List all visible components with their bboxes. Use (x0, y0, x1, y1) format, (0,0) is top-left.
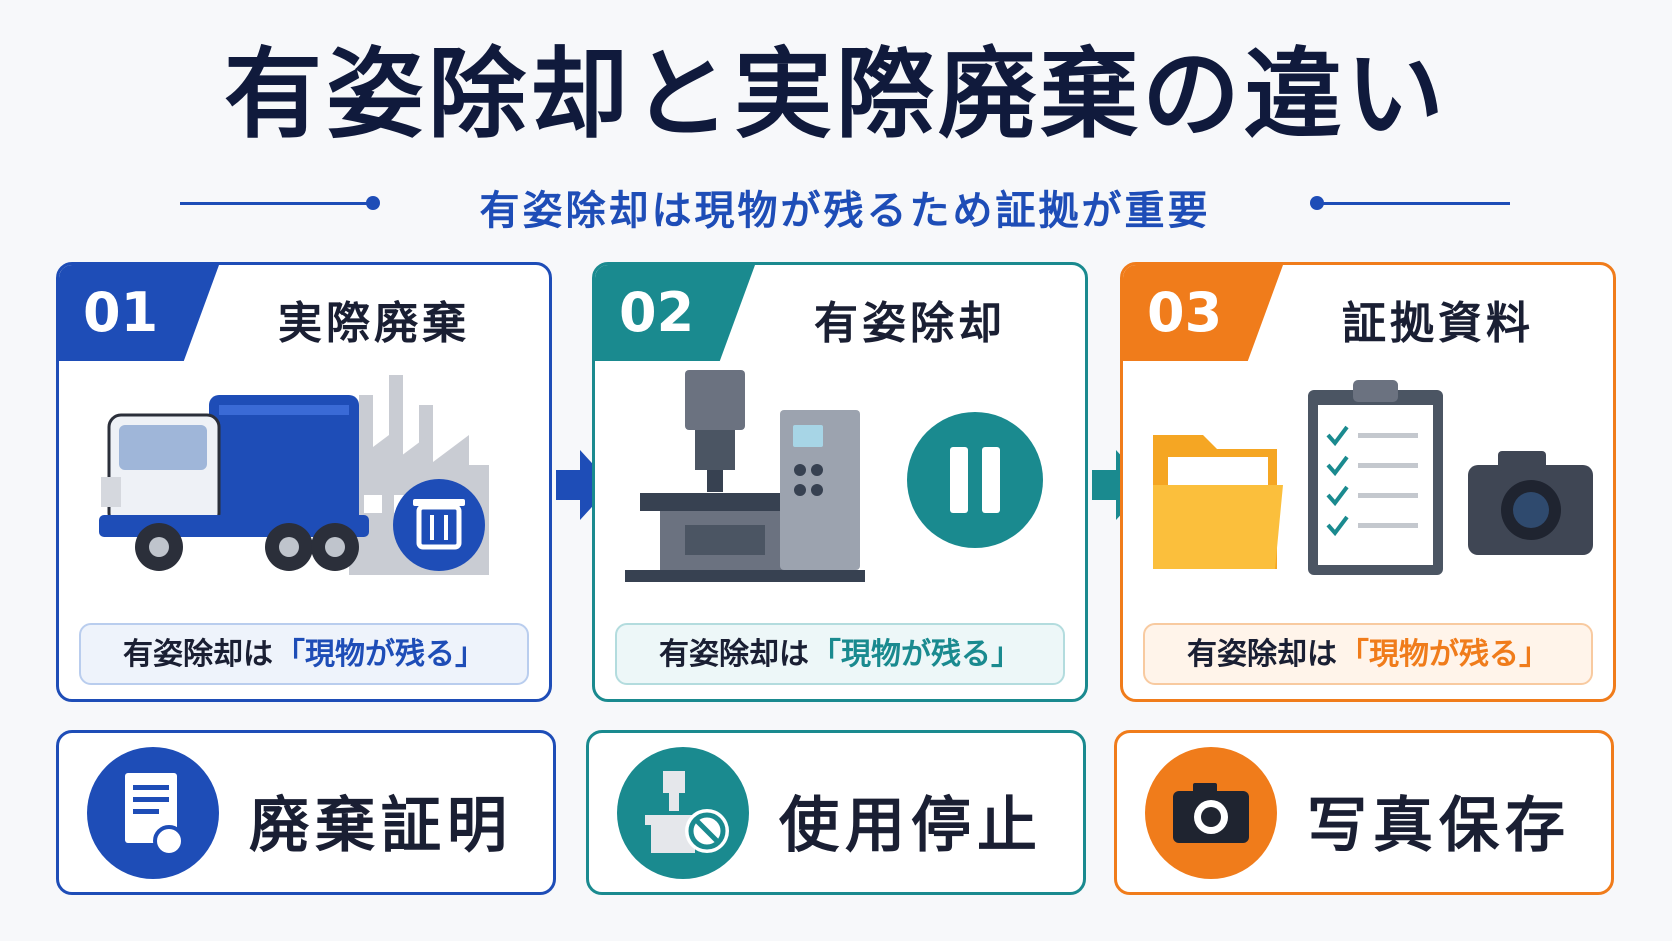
card-note-prefix: 有姿除却は (123, 637, 273, 672)
card-number-badge: 01 (59, 265, 219, 361)
folder-clipboard-camera-icon (1153, 380, 1593, 575)
bottom-box-label: 使用停止 (779, 791, 1043, 861)
card-title: 有姿除却 (814, 298, 1006, 349)
subtitle-line-left (180, 202, 370, 205)
bottom-box-label: 写真保存 (1307, 791, 1571, 861)
camera-icon (1145, 747, 1277, 879)
bottom-box-stop-use: 使用停止 (586, 730, 1086, 895)
card-note-highlight: 「現物が残る」 (275, 637, 485, 672)
subtitle-line-right (1320, 202, 1510, 205)
certificate-icon (87, 747, 219, 879)
card-note: 有姿除却は「現物が残る」 (79, 623, 529, 685)
page-title: 有姿除却と実際廃棄の違い (223, 38, 1448, 152)
subtitle-dot-right (1310, 196, 1324, 210)
subtitle-dot-left (366, 196, 380, 210)
bottom-box-disposal-certificate: 廃棄証明 (56, 730, 556, 895)
card-title: 実際廃棄 (278, 298, 470, 349)
machine-pause-icon (625, 370, 1043, 582)
card-idle-retirement: 02 有姿除却 有姿除却は「現物が残る」 (592, 262, 1088, 702)
machine-stop-icon (617, 747, 749, 879)
card-title: 証拠資料 (1342, 298, 1534, 349)
arrow-right-icon (556, 450, 612, 520)
card-evidence: 03 証拠資料 有姿除却は「現物が残る」 (1120, 262, 1616, 702)
card-number-badge: 02 (595, 265, 755, 361)
card-note-prefix: 有姿除却は (659, 637, 809, 672)
subtitle-row: 有姿除却は現物が残るため証拠が重要 (180, 178, 1510, 234)
bottom-box-photo-storage: 写真保存 (1114, 730, 1614, 895)
card-actual-disposal: 01 実際廃棄 有姿除却は「現物が残る」 (56, 262, 552, 702)
garbage-truck-factory-trash-icon (99, 375, 489, 575)
card-note-prefix: 有姿除却は (1187, 637, 1337, 672)
card-note: 有姿除却は「現物が残る」 (615, 623, 1065, 685)
card-note-highlight: 「現物が残る」 (1339, 637, 1549, 672)
card-note: 有姿除却は「現物が残る」 (1143, 623, 1593, 685)
bottom-box-label: 廃棄証明 (249, 791, 513, 861)
card-note-highlight: 「現物が残る」 (811, 637, 1021, 672)
card-number-badge: 03 (1123, 265, 1283, 361)
subtitle: 有姿除却は現物が残るため証拠が重要 (479, 188, 1211, 234)
